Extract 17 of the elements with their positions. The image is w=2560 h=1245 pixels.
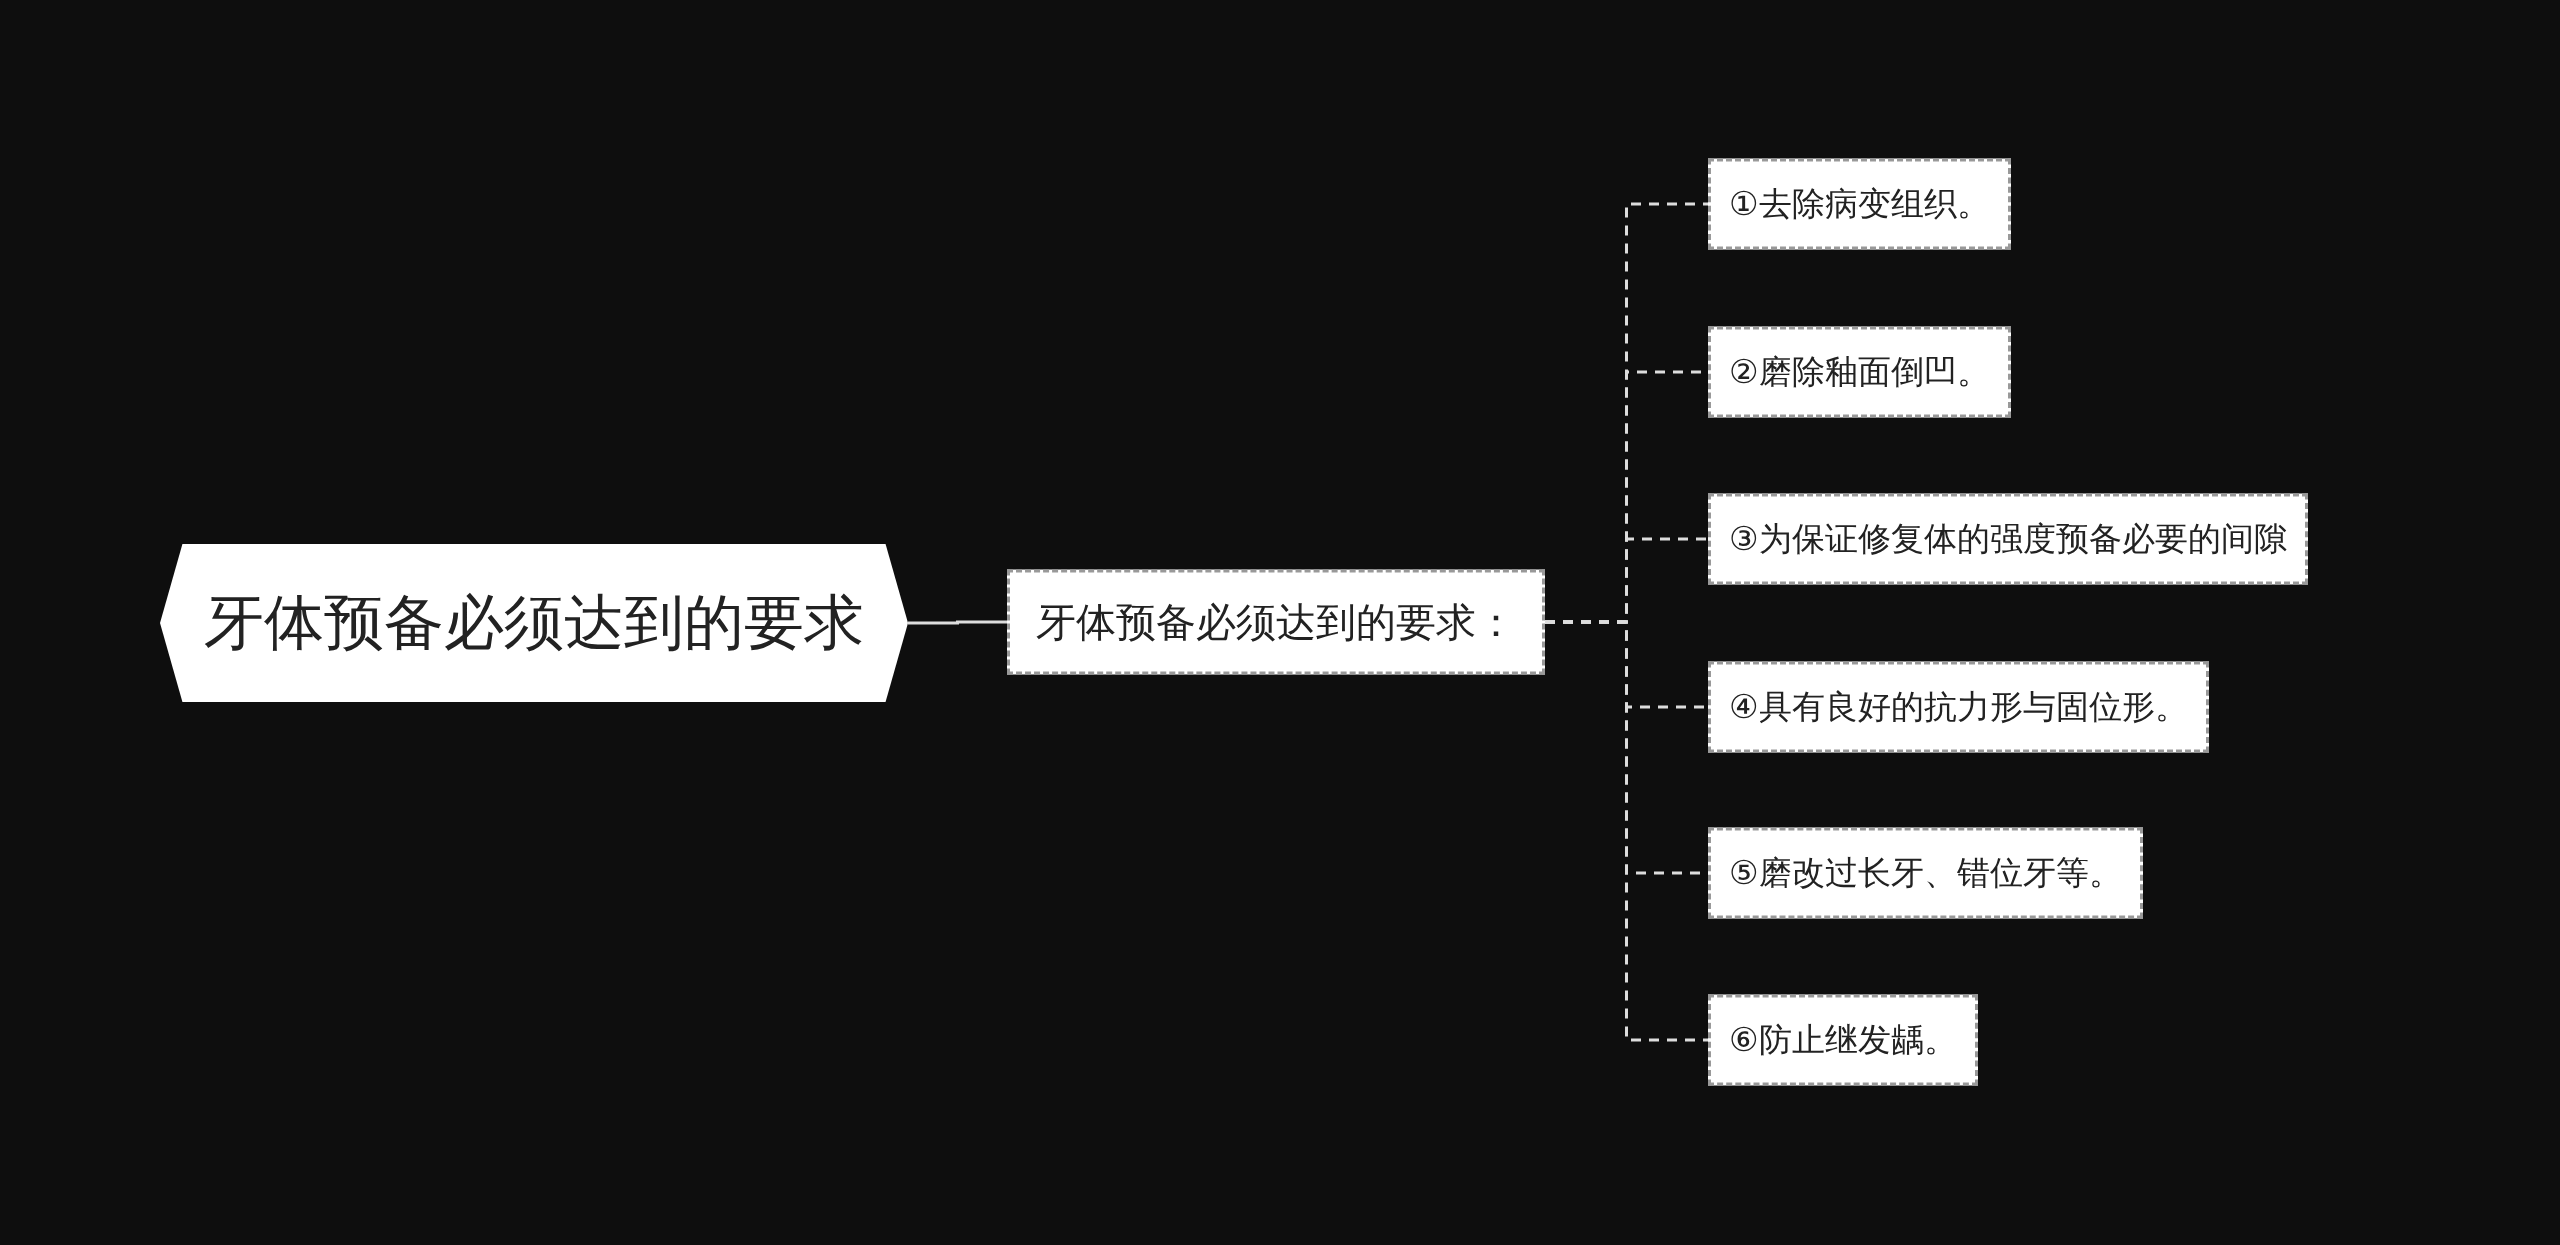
leaf-box [1708, 994, 1978, 1086]
node-text: ⑥防止继发龋。 [1729, 1019, 1957, 1059]
node-text: ③为保证修复体的强度预备必要的间隙 [1729, 518, 2287, 558]
leaf-box [1708, 493, 2308, 585]
leaf-box [1708, 661, 2209, 753]
node-text: ②磨除釉面倒凹。 [1729, 351, 1990, 391]
topic-hexagon [160, 544, 908, 702]
leaf-box [1708, 158, 2011, 250]
node-text: ④具有良好的抗力形与固位形。 [1729, 686, 2188, 726]
leaf-box [1708, 827, 2143, 919]
node-text: 牙体预备必须达到的要求： [1036, 598, 1516, 645]
connector-line [908, 620, 1007, 625]
leaf-box [1708, 326, 2011, 418]
node-text: ⑤磨改过长牙、错位牙等。 [1729, 852, 2122, 892]
branch-box [1007, 569, 1545, 675]
node-text: 牙体预备必须达到的要求 [204, 585, 864, 659]
node-text: ①去除病变组织。 [1729, 183, 1990, 223]
